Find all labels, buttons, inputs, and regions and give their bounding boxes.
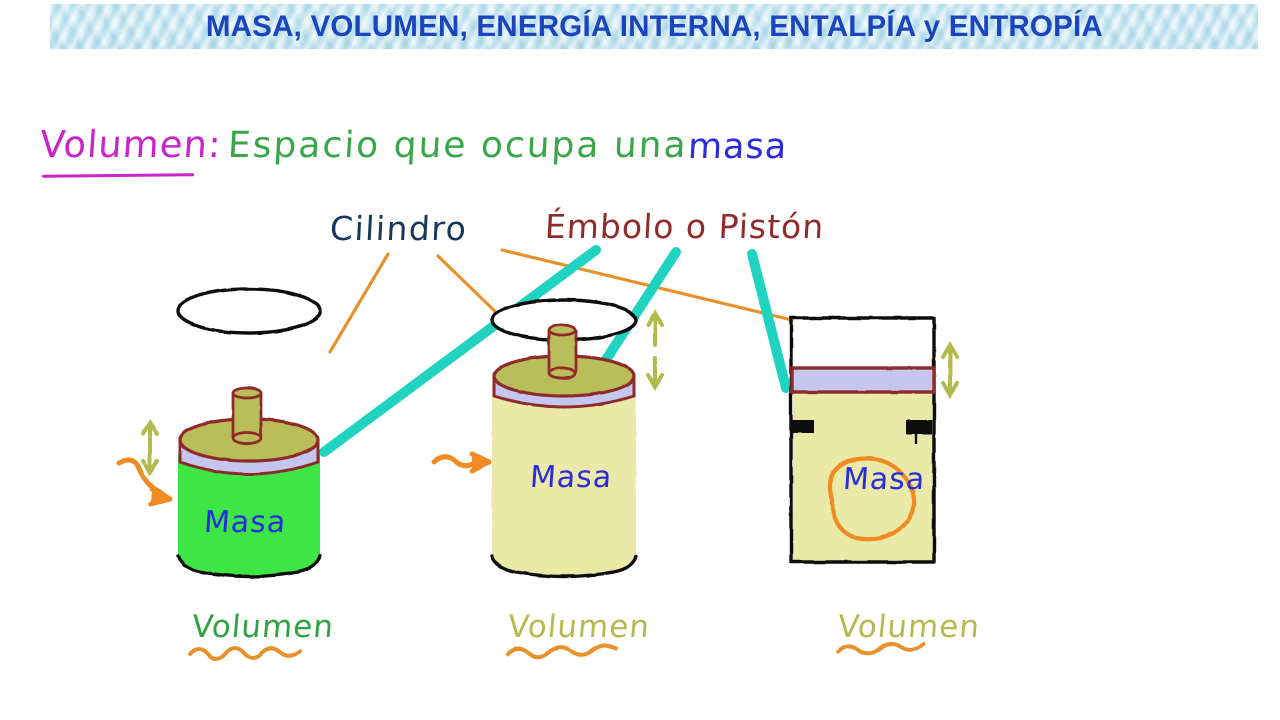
container-3-stop-left — [790, 420, 814, 433]
container-3-piston-band — [790, 366, 936, 394]
cylinder-1-mass-label: Masa — [202, 505, 288, 540]
leader-lines-cilindro — [328, 248, 794, 354]
cylinder-2-mass-label: Masa — [528, 460, 614, 495]
leader-lines-embolo — [319, 245, 791, 457]
leader-cilindro-2 — [436, 254, 508, 324]
cylinder-2-rod-top — [547, 323, 577, 337]
cylinder-1-bottom — [176, 554, 322, 579]
definition-body: Espacio que ocupa una — [226, 125, 689, 166]
cylinder-2-motion-arrow — [646, 309, 664, 391]
definition-term-underline — [41, 173, 195, 178]
container-3-motion-arrow — [941, 341, 959, 399]
cylinder-2 — [431, 298, 664, 579]
container-3-stop-right — [906, 420, 932, 434]
cylinder-2-rod-base — [547, 366, 577, 380]
caption-volumen-3: Volumen — [836, 609, 982, 645]
caption-volumen-1: Volumen — [190, 609, 336, 645]
cylinder-1-rod-top — [231, 386, 263, 400]
cylinder-2-top-rim — [490, 298, 638, 342]
title-banner: MASA, VOLUMEN, ENERGÍA INTERNA, ENTALPÍA… — [50, 4, 1258, 49]
cylinder-1-rod — [231, 392, 263, 446]
cylinder-1-motion-arrow — [141, 419, 159, 476]
container-3 — [789, 316, 959, 564]
cylinder-2-heat-arrow — [431, 451, 492, 474]
definition-term: Volumen: — [38, 123, 224, 166]
leader-embolo-3 — [747, 249, 791, 393]
caption-underline-3 — [836, 642, 926, 656]
leader-cilindro-3 — [500, 248, 794, 322]
cylinder-1-heat-arrow — [116, 457, 173, 507]
caption-underline-1 — [188, 646, 302, 661]
leader-embolo-2 — [593, 247, 681, 377]
cylinder-2-piston-band — [492, 373, 636, 409]
cylinder-2-piston-face — [492, 354, 636, 398]
callout-label-embolo: Émbolo o Pistón — [543, 207, 826, 246]
container-3-mass-label: Masa — [841, 462, 927, 497]
cylinder-2-rod — [547, 329, 578, 380]
cylinder-1-piston-band — [178, 437, 320, 476]
page-title: MASA, VOLUMEN, ENERGÍA INTERNA, ENTALPÍA… — [205, 9, 1103, 43]
caption-volumen-2: Volumen — [506, 609, 652, 645]
callout-label-cilindro: Cilindro — [328, 209, 469, 248]
cylinder-1-rod-base — [231, 431, 263, 445]
cylinder-1-top-rim — [176, 287, 322, 335]
cylinder-1-piston-face — [178, 417, 320, 463]
cylinder-2-bottom — [490, 554, 638, 579]
caption-underlines — [188, 642, 926, 661]
definition-highlight: masa — [686, 127, 789, 167]
caption-underline-2 — [506, 643, 618, 660]
container-3-frame — [789, 316, 936, 564]
leader-embolo-1 — [319, 245, 601, 457]
leader-cilindro-1 — [328, 252, 390, 354]
